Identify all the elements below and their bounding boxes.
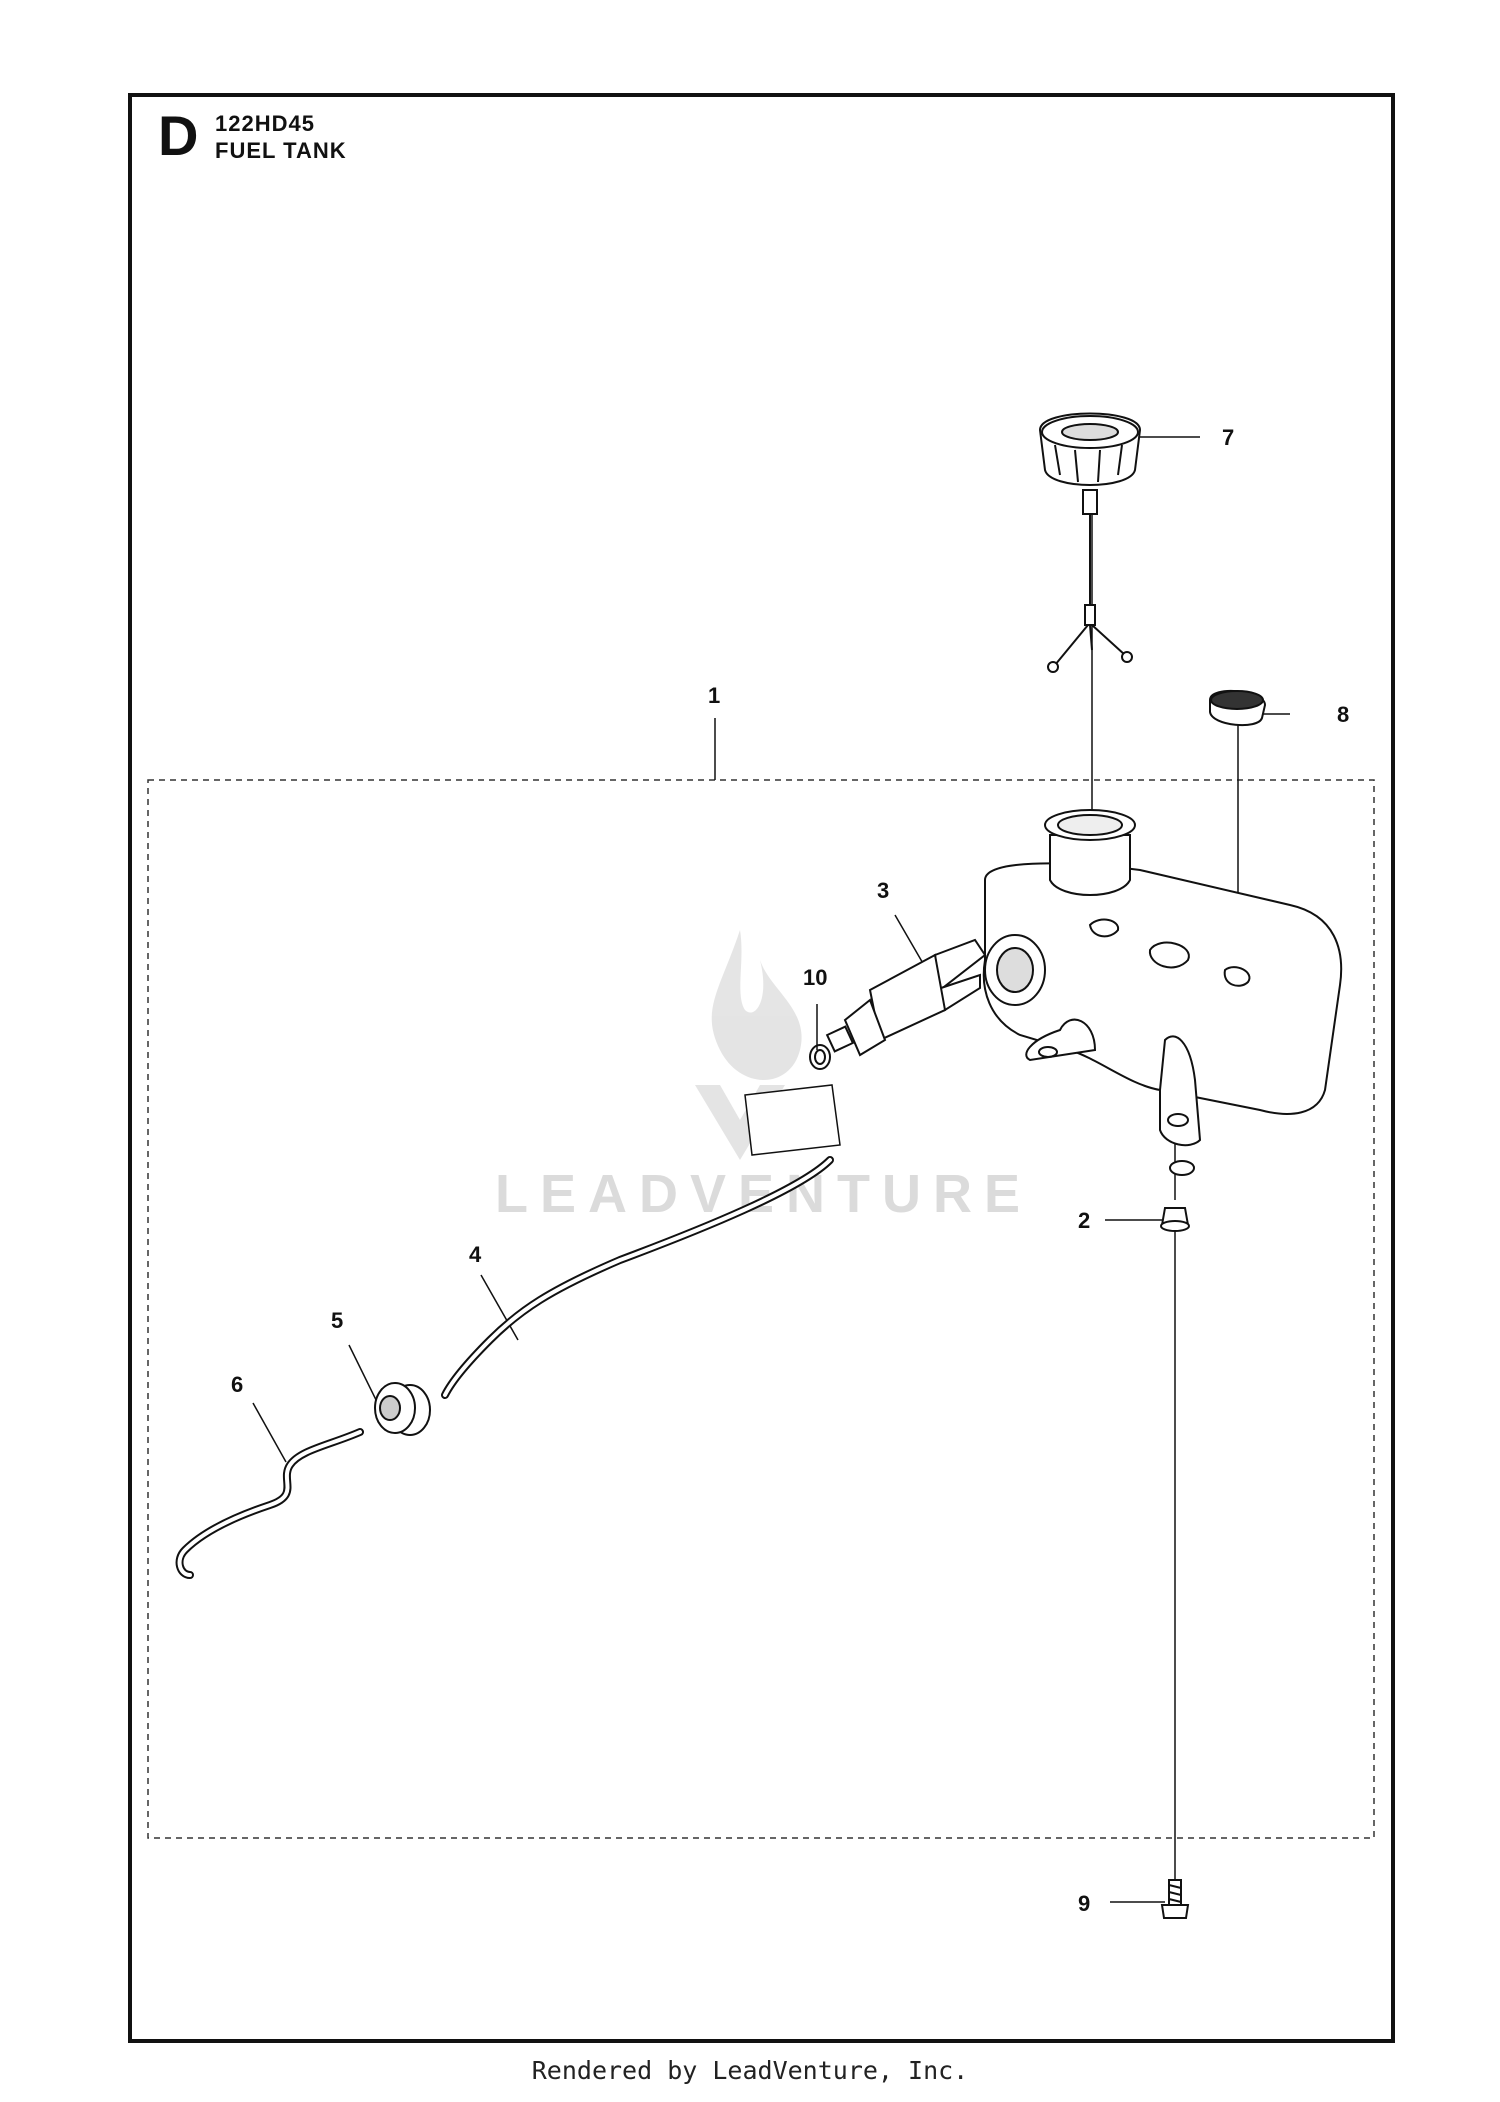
callout-4: 4 bbox=[469, 1242, 482, 1267]
diagram-frame bbox=[128, 93, 1395, 2043]
leadventure-watermark: LEADVENTURE bbox=[495, 930, 1032, 1224]
callout-2: 2 bbox=[1078, 1208, 1090, 1233]
fuel-tank-part bbox=[982, 809, 1343, 1176]
o-ring-part bbox=[809, 1044, 831, 1070]
fuel-hose-core bbox=[443, 1158, 832, 1397]
grommet-plug-part bbox=[1209, 689, 1267, 727]
decal-sheet bbox=[744, 1084, 841, 1156]
callout-10: 10 bbox=[803, 965, 827, 990]
callout-1: 1 bbox=[708, 683, 720, 708]
fuel-cap-part bbox=[1038, 412, 1142, 673]
section-letter: D bbox=[158, 104, 199, 167]
model-code: 122HD45 bbox=[215, 111, 315, 136]
kit-boundary bbox=[147, 779, 1375, 1839]
callout-3: 3 bbox=[877, 878, 889, 903]
fuel-filter-part bbox=[825, 938, 987, 1057]
callout-6: 6 bbox=[231, 1372, 243, 1397]
hose-grommet-part bbox=[374, 1382, 431, 1436]
sleeve-part bbox=[1160, 1207, 1190, 1232]
pickup-hose-core bbox=[177, 1430, 362, 1577]
screw-part bbox=[1160, 1879, 1190, 1919]
section-title: FUEL TANK bbox=[215, 138, 347, 163]
watermark-text: LEADVENTURE bbox=[495, 1164, 1032, 1224]
render-credit: Rendered by LeadVenture, Inc. bbox=[531, 2056, 969, 2085]
callout-7: 7 bbox=[1222, 425, 1234, 450]
callout-8: 8 bbox=[1337, 702, 1349, 727]
callout-5: 5 bbox=[331, 1308, 343, 1333]
callout-9: 9 bbox=[1078, 1891, 1090, 1916]
